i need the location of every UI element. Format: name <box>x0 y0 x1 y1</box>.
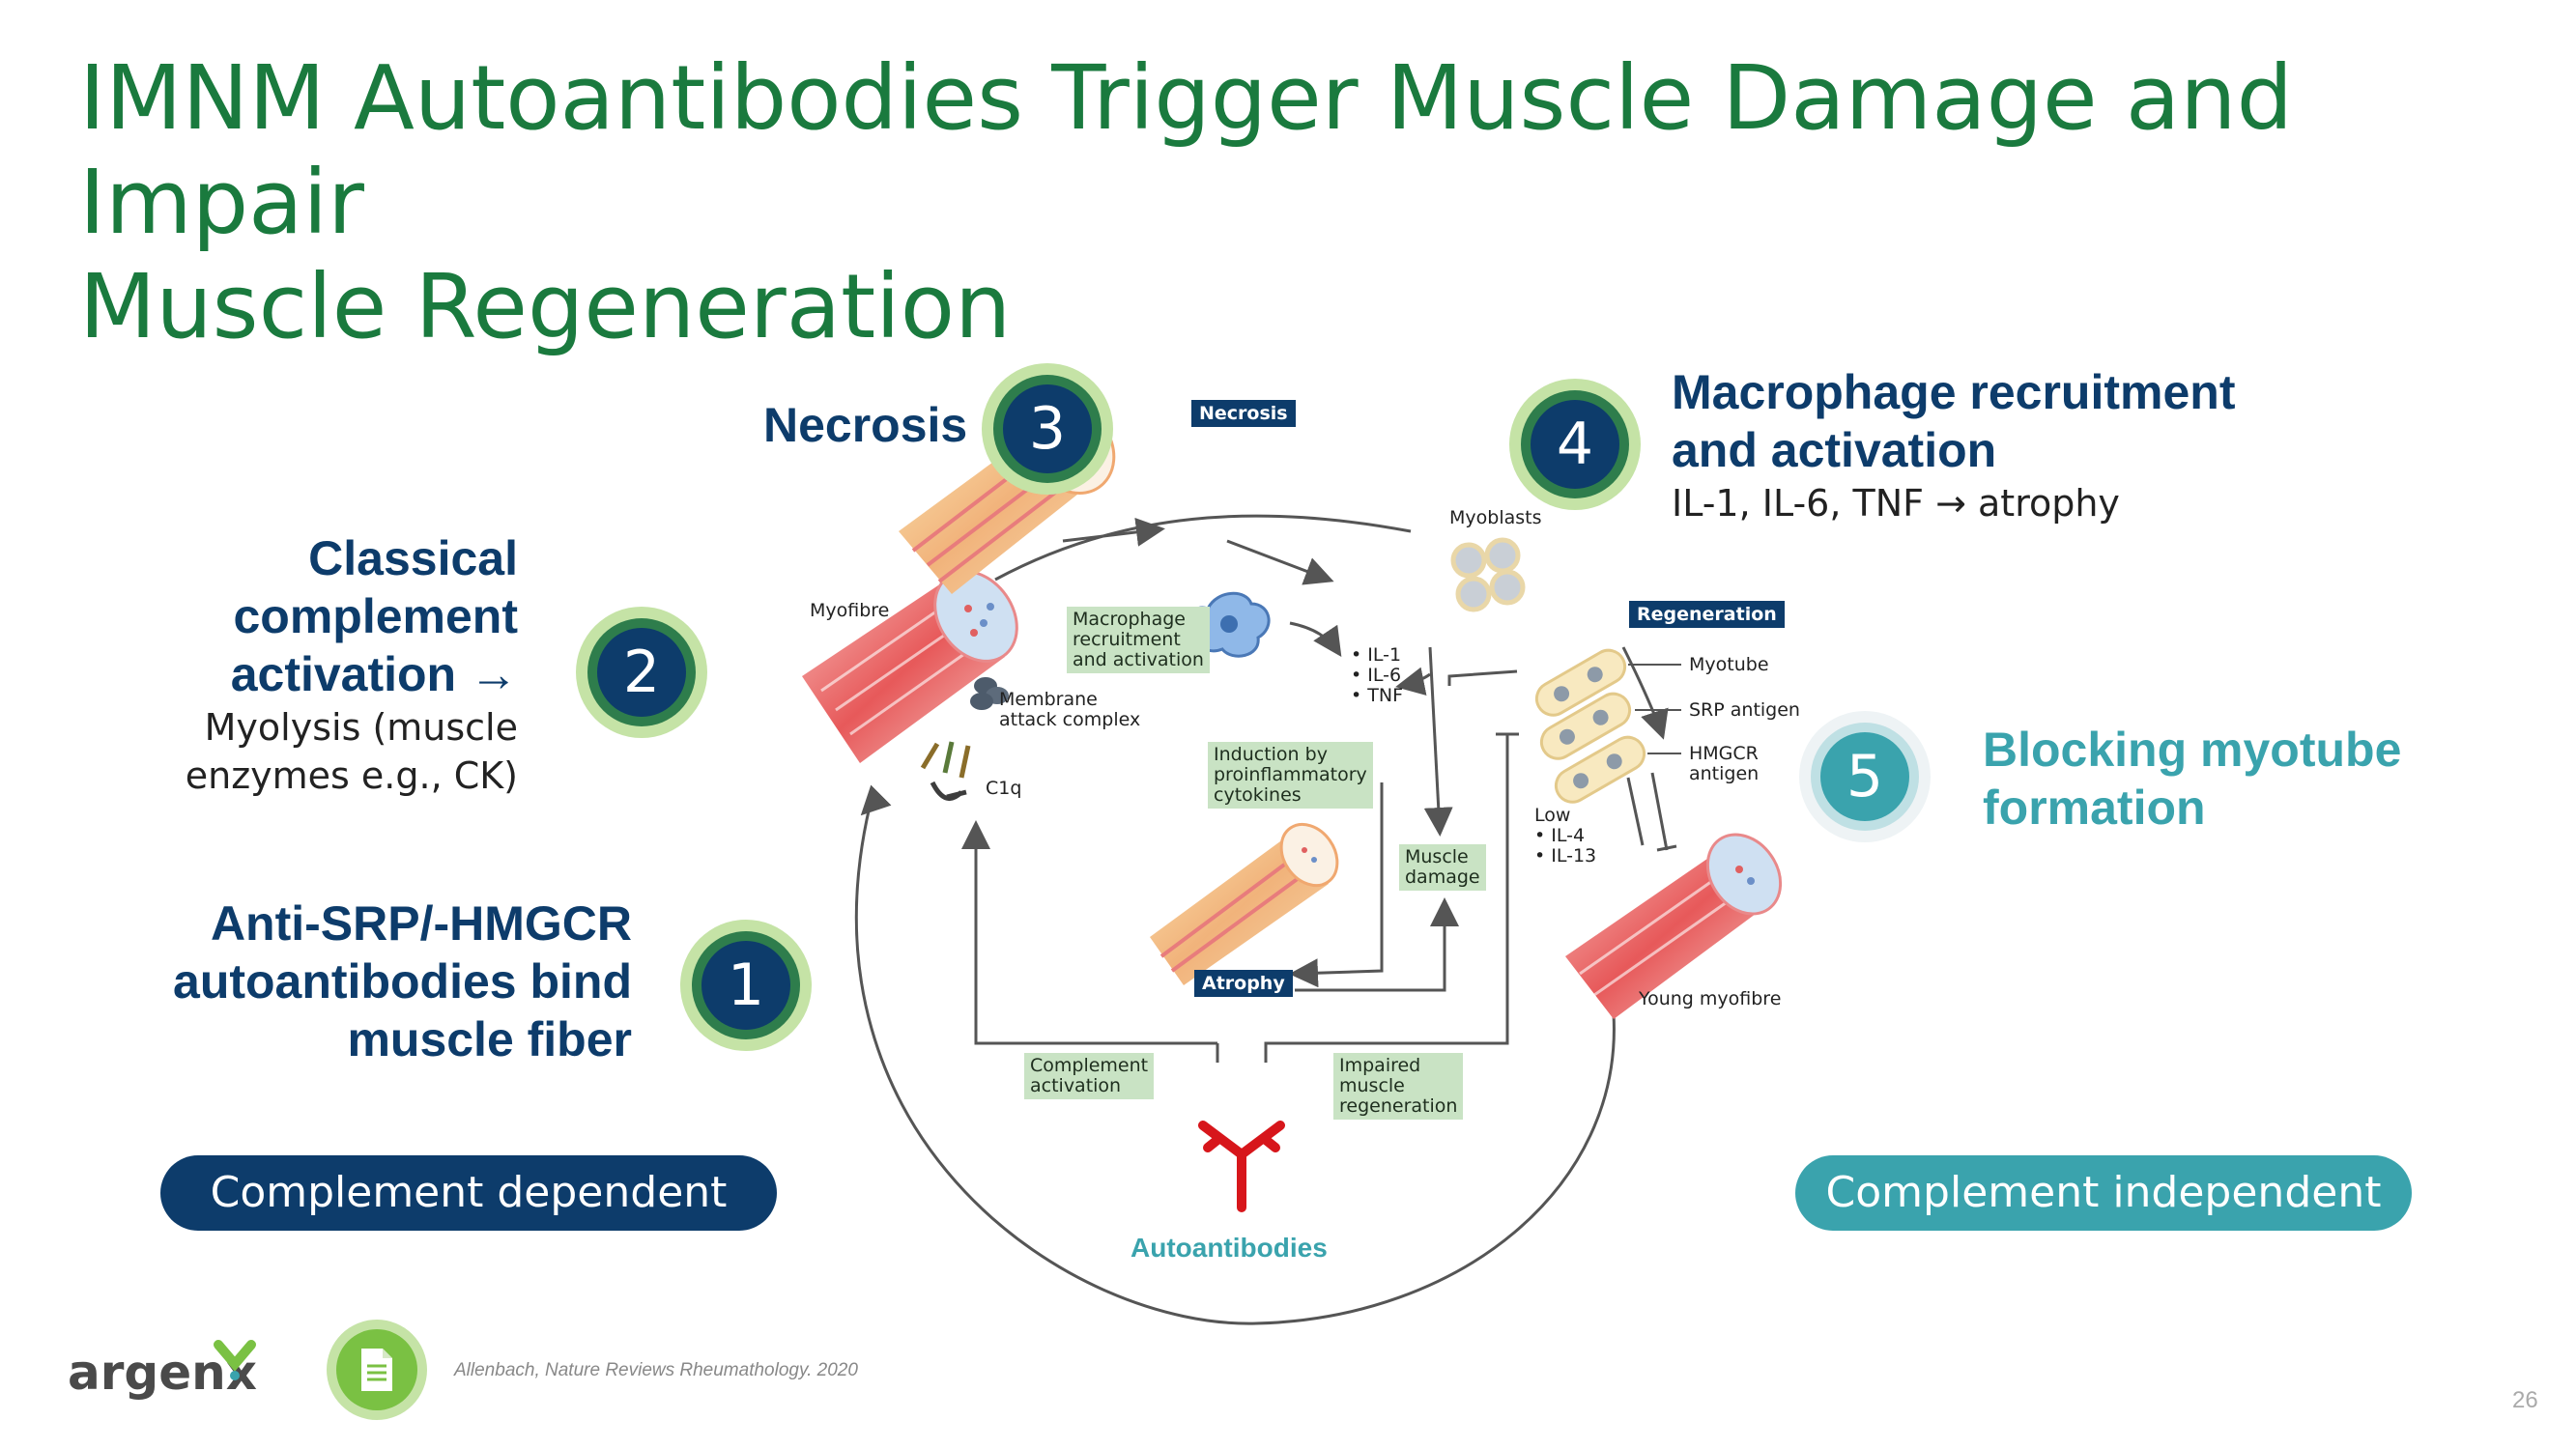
regeneration-tag: Regeneration <box>1629 601 1785 628</box>
c1q-label: C1q <box>986 778 1022 799</box>
low-il-list: Low • IL-4 • IL-13 <box>1534 805 1597 867</box>
membrane-attack-complex-icon <box>970 677 1009 710</box>
myofibre-illustration <box>802 570 1018 763</box>
arrow-to-necrosis <box>1062 517 1165 547</box>
myoblasts-icon <box>1450 537 1526 612</box>
arrow-to-atrophy <box>1289 782 1384 988</box>
arrow-atrophy-to-damage <box>1295 897 1459 992</box>
title-line-2: Muscle Regeneration <box>79 255 1012 358</box>
atrophy-fibre-illustration <box>1150 822 1339 985</box>
arrow-myoblast-to-myotube <box>1621 646 1669 740</box>
induction-box: Induction by proinflammatory cytokines <box>1208 742 1373 809</box>
loop-arc-bottom <box>855 806 1616 1325</box>
slide-title: IMNM Autoantibodies Trigger Muscle Damag… <box>79 46 2495 359</box>
arrow-to-muscle-damage <box>1423 646 1453 837</box>
citation: Allenbach, Nature Reviews Rheumathology.… <box>454 1360 858 1380</box>
reference-badge[interactable] <box>327 1320 427 1420</box>
document-icon <box>361 1349 392 1391</box>
atrophy-tag: Atrophy <box>1194 970 1293 997</box>
arrow-to-cytokines <box>1289 621 1342 657</box>
arrow-to-myofibre <box>860 784 892 816</box>
loop-arc-top <box>994 514 1412 582</box>
step-3-badge: 3 <box>982 363 1113 495</box>
step-5-label: Blocking myotube formation <box>1983 723 2402 835</box>
step-3-title: Necrosis <box>763 398 968 452</box>
complement-activation-box: Complement activation <box>1024 1053 1155 1099</box>
c1q-icon <box>920 741 971 801</box>
step-4-label: Macrophage recruitment and activation IL… <box>1672 365 2236 525</box>
myoblasts-label: Myoblasts <box>1449 507 1542 528</box>
hmgcr-antigen-label: HMGCR antigen <box>1689 743 1760 784</box>
srp-antigen-label: SRP antigen <box>1689 699 1800 721</box>
complement-independent-pill: Complement independent <box>1795 1155 2412 1231</box>
autoantibodies-label: Autoantibodies <box>1131 1233 1328 1263</box>
necrosis-tag: Necrosis <box>1191 400 1296 427</box>
step-1-badge: 1 <box>680 920 812 1051</box>
membrane-attack-label: Membrane attack complex <box>999 689 1141 730</box>
young-myofibre-illustration <box>1565 833 1783 1019</box>
impaired-regeneration-box: Impaired muscle regeneration <box>1333 1053 1464 1120</box>
autoantibody-icon <box>1198 1121 1285 1212</box>
step-1-label: Anti-SRP/-HMGCR autoantibodies bind musc… <box>173 896 632 1066</box>
step-4-badge: 4 <box>1509 379 1641 510</box>
step-2-label: Classical complement activation → Myolys… <box>185 531 518 797</box>
myofibre-label: Myofibre <box>810 600 890 621</box>
page-number: 26 <box>2512 1387 2538 1413</box>
line-inhibition <box>1447 669 1518 686</box>
complement-dependent-pill: Complement dependent <box>160 1155 777 1231</box>
arrow-to-myoblasts <box>1226 539 1334 585</box>
step-5-badge: 5 <box>1799 711 1931 842</box>
arrow-complement-path <box>961 820 1217 1045</box>
argenx-logo-mark-icon <box>214 1340 256 1380</box>
title-line-1: IMNM Autoantibodies Trigger Muscle Damag… <box>79 46 2293 254</box>
step-2-badge: 2 <box>576 607 707 738</box>
cytokine-list: • IL-1 • IL-6 • TNF <box>1351 644 1403 706</box>
myotube-label: Myotube <box>1689 654 1769 675</box>
muscle-damage-box: Muscle damage <box>1399 844 1486 891</box>
young-myofibre-label: Young myofibre <box>1639 988 1782 1009</box>
myotubes-icon <box>1534 648 1646 804</box>
line-impaired-path <box>1264 734 1509 1063</box>
macrophage-box: Macrophage recruitment and activation <box>1067 607 1210 673</box>
